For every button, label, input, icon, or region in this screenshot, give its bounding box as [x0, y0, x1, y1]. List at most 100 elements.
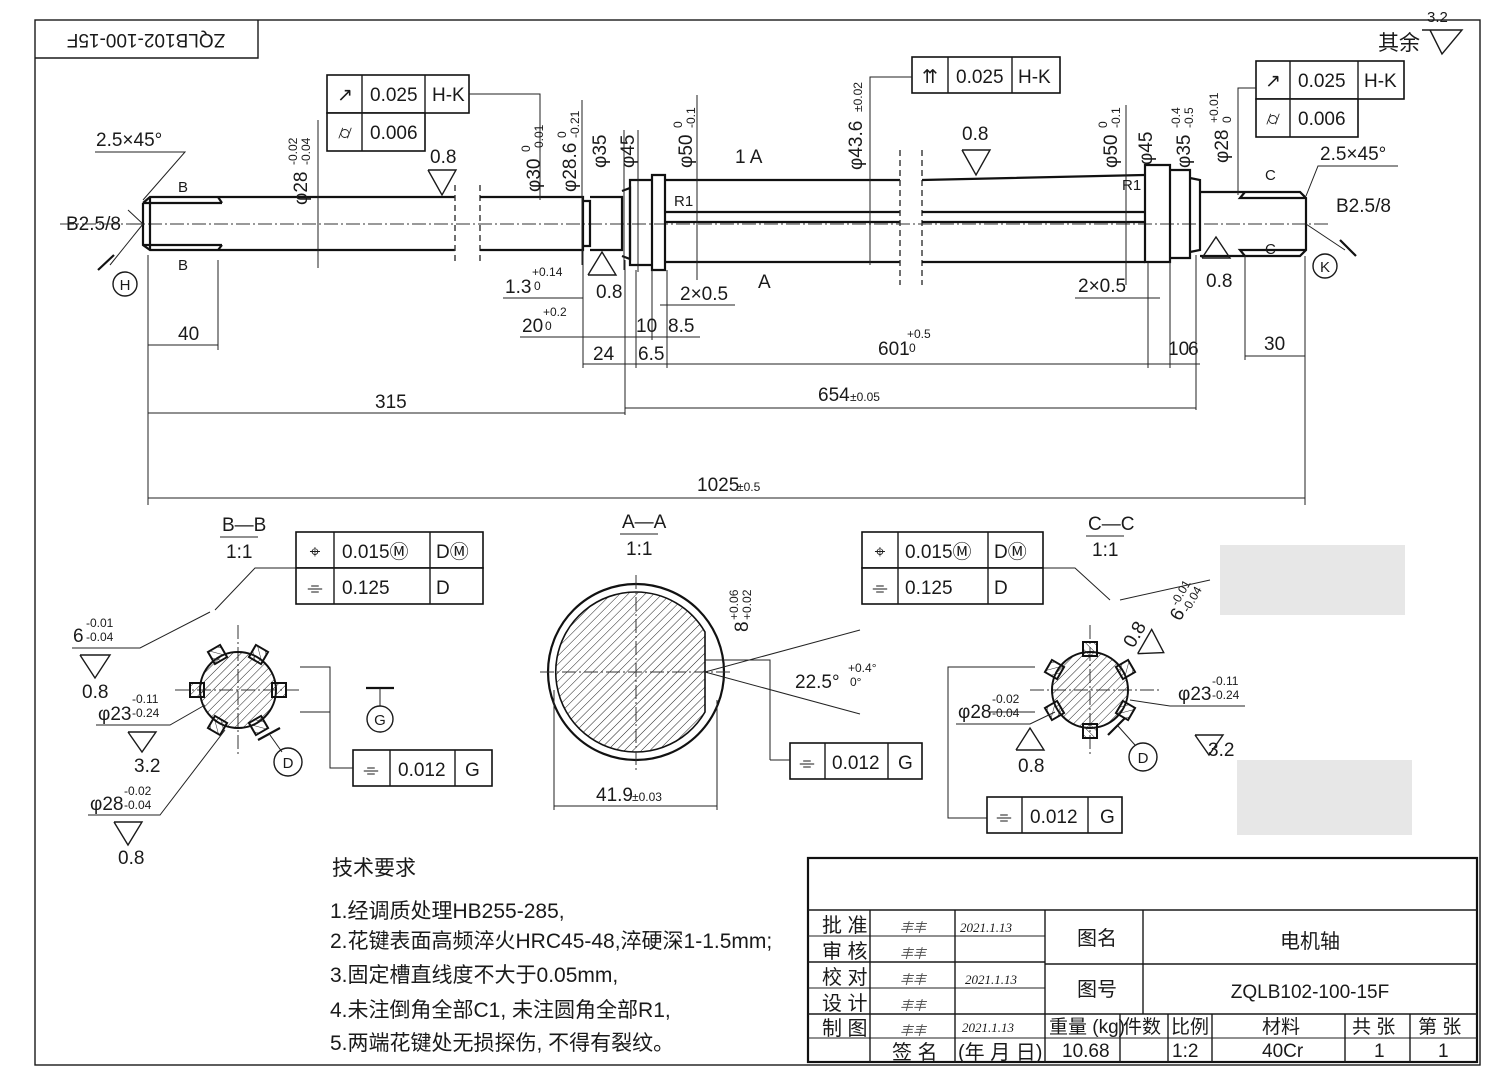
annotation-text: 0°: [850, 675, 862, 689]
annotation-text: φ30: [524, 159, 545, 192]
default-roughness-label: 其余: [1378, 32, 1420, 55]
annotation-text: 0: [555, 131, 569, 138]
annotation-text: -0.02: [992, 692, 1020, 706]
dim-d28-6: φ28.6 0 -0.21: [555, 110, 582, 192]
left-collar: [628, 173, 667, 272]
datum-d-circle: [1128, 742, 1158, 772]
requirement-item: 4.未注倒角全部C1, 未注圆角全部R1,: [330, 999, 671, 1022]
dim-10-8-5: 10 8.5 24 6.5: [583, 270, 700, 368]
fillet-right: R1: [1122, 177, 1141, 194]
annotation-text: φ28: [958, 702, 991, 723]
annotation-text: 0: [545, 319, 552, 333]
dim-width: 41.9: [596, 785, 633, 806]
annotation-text: ±0.02: [851, 82, 865, 112]
datum-h-circle: [112, 271, 138, 297]
left-steps: [480, 186, 632, 261]
annotation-text: 0: [909, 341, 916, 355]
runout-value: 0.025: [370, 85, 418, 106]
dim-654: 654 ±0.05: [625, 385, 1196, 409]
role-label: 审 核: [822, 940, 868, 963]
annotation-text: -0.24: [132, 706, 160, 720]
fcf-left: ↗ ⌭ 0.025 H-K 0.006: [326, 74, 541, 200]
annotation-text: 6: [73, 626, 84, 647]
role-label: 设 计: [822, 992, 868, 1015]
dim-groove-width: 1.3 +0.14 0: [503, 265, 583, 299]
signature-date: 2021.1.13: [965, 972, 1018, 987]
annotation-text: 0.8: [1018, 756, 1044, 777]
annotation-text: G: [1100, 807, 1115, 828]
drawing-name: 电机轴: [1280, 930, 1340, 953]
sign-label: 签 名: [892, 1041, 938, 1064]
role-label: 校 对: [822, 966, 868, 989]
annotation-text: 0.125: [342, 578, 390, 599]
cylindricity-icon: ⌭: [338, 123, 352, 144]
annotation-text: 0: [1220, 116, 1234, 123]
fcf-right: ↗ ⌭ 0.025 H-K 0.006: [1237, 60, 1405, 195]
annotation-text: ±0.5: [737, 480, 761, 494]
dim-chamfer-right: 2×0.5: [1078, 276, 1126, 297]
annotation-text: 1.3: [505, 277, 531, 298]
datum-k-circle: [1312, 253, 1338, 279]
sheet-number-label: 第 张: [1418, 1016, 1461, 1038]
annotation-text: +0.01: [1207, 92, 1221, 123]
dim-keyway-depth: 8 +0.06 +0.02: [727, 589, 754, 632]
dim-groove-position: 20 +0.2 0: [520, 305, 625, 338]
annotation-text: +0.4°: [848, 661, 877, 675]
stamp-text: ZQLB102-100-15F: [67, 29, 225, 50]
annotation-text: 315: [375, 392, 407, 413]
roughness-symbol: 0.8: [587, 250, 622, 303]
roughness-symbol: 0.8: [1201, 235, 1232, 292]
annotation-text: φ28.6: [560, 143, 581, 192]
annotation-text: -0.4: [1169, 107, 1183, 128]
date-label: (年 月 日): [958, 1041, 1042, 1064]
annotation-text: -0.01: [86, 616, 114, 630]
symmetry-icon: ⌯: [363, 760, 378, 781]
annotation-text: G: [374, 712, 386, 729]
dim-d35-left: φ35: [590, 135, 611, 168]
requirement-item: 5.两端花键处无损探伤, 不得有裂纹。: [330, 1032, 674, 1055]
chamfer-right: 2.5×45°: [1320, 144, 1386, 165]
dim-angle: 22.5°: [795, 672, 840, 693]
annotation-text: 0.8: [1120, 618, 1151, 651]
annotation-text: -0.11: [132, 692, 159, 706]
circular-runout-icon: ↗: [337, 85, 353, 106]
annotation-text: 0.015Ⓜ: [342, 541, 409, 563]
center-hole-right: B2.5/8: [1336, 196, 1391, 217]
annotation-text: φ28: [291, 172, 312, 205]
datum-d-circle: [273, 747, 303, 777]
dim-d45-left: φ45: [618, 135, 639, 168]
requirement-item: 3.固定槽直线度不大于0.05mm,: [330, 964, 618, 987]
cylindricity-icon: ⌭: [1266, 109, 1280, 130]
total-runout-datum: H-K: [1018, 67, 1051, 88]
fcf-middle: ⇈ 0.025 H-K: [869, 56, 1061, 265]
annotation-text: ±0.05: [850, 390, 880, 404]
weight-value: 10.68: [1062, 1041, 1110, 1062]
drawing-number: ZQLB102-100-15F: [1231, 982, 1389, 1003]
annotation-text: φ50: [676, 135, 697, 168]
drawing-border: [34, 19, 1481, 1066]
annotation-text: 0.012: [398, 760, 446, 781]
role-label: 批 准: [822, 914, 868, 937]
tech-requirements-title: 技术要求: [332, 857, 416, 880]
default-roughness: 其余 3.2: [1378, 9, 1464, 56]
runout-datum: H-K: [432, 85, 465, 106]
dim-d50-left: φ50 0 -0.1: [671, 107, 698, 168]
annotation-text: 10: [1168, 339, 1189, 360]
name-label: 图名: [1077, 927, 1117, 950]
requirement-item: 2.花键表面高频淬火HRC45-48,淬硬深1-1.5mm;: [330, 930, 772, 953]
annotation-text: -0.02: [124, 784, 152, 798]
annotation-text: G: [898, 753, 913, 774]
roughness-symbol: 0.8: [961, 124, 992, 177]
role-label: 制 图: [822, 1017, 868, 1040]
datum-k-label: K: [1320, 259, 1330, 276]
annotation-text: 20: [522, 316, 543, 337]
annotation-text: 0.8: [962, 124, 988, 145]
total-runout-icon: ⇈: [922, 67, 938, 88]
svg-text:丰丰: 丰丰: [900, 946, 928, 961]
datum-h-label: H: [120, 277, 131, 294]
annotation-text: D: [436, 578, 450, 599]
position-icon: ⌖: [310, 542, 321, 563]
annotation-text: φ23: [1178, 684, 1211, 705]
